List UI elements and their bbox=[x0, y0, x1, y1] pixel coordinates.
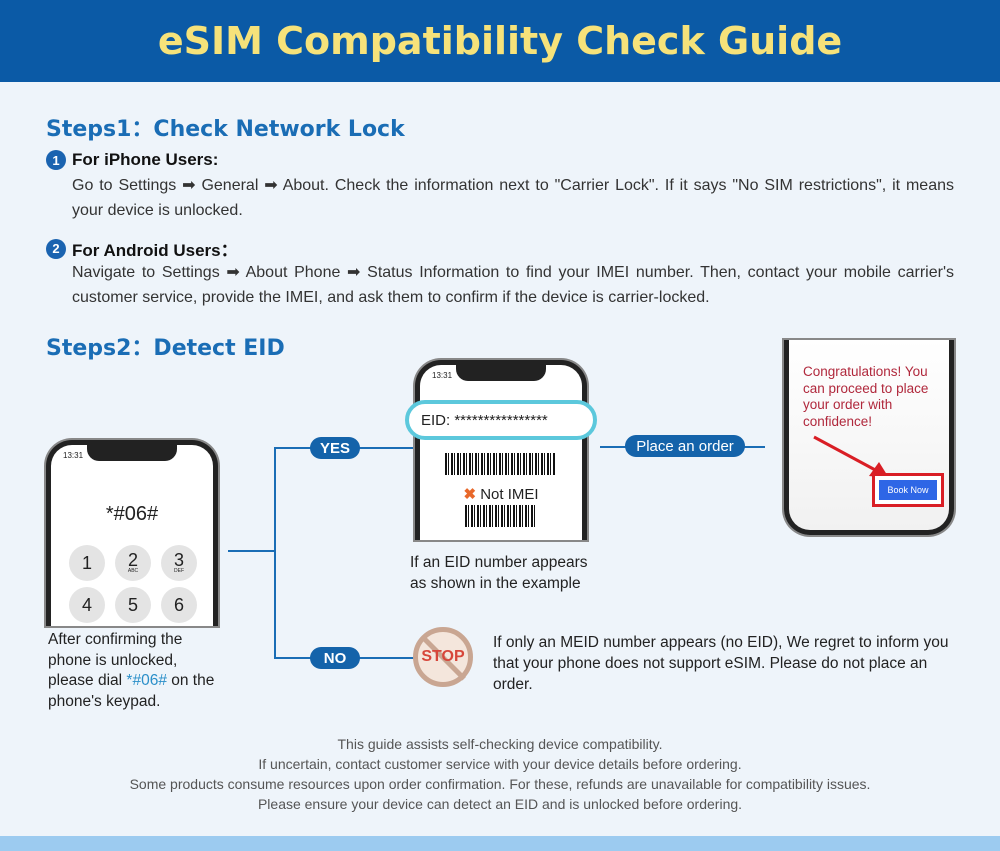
footer-notes: This guide assists self-checking device … bbox=[0, 734, 1000, 814]
status-time: 13:31 bbox=[432, 371, 453, 380]
page-title: eSIM Compatibility Check Guide bbox=[157, 19, 843, 63]
keypad-key: 5 bbox=[115, 587, 151, 623]
header-banner: eSIM Compatibility Check Guide bbox=[0, 0, 1000, 82]
congrats-message: Congratulations! You can proceed to plac… bbox=[803, 364, 929, 429]
android-label: For Android Users： bbox=[72, 241, 238, 260]
number-badge: 1 bbox=[46, 150, 66, 170]
connector-line bbox=[228, 550, 276, 552]
no-eid-message: If only an MEID number appears (no EID),… bbox=[493, 634, 949, 693]
connector-line bbox=[274, 447, 276, 658]
dial-instructions: After confirming the phone is unlocked, … bbox=[48, 631, 215, 710]
x-icon: ✖ bbox=[463, 486, 477, 503]
footer-line: Please ensure your device can detect an … bbox=[257, 796, 743, 812]
yes-badge: YES bbox=[310, 437, 360, 459]
keypad-key: 6 bbox=[161, 587, 197, 623]
stop-icon: STOP bbox=[413, 627, 473, 687]
eid-phone-image: 13:31 ✖ Not IMEI bbox=[415, 360, 587, 540]
no-badge: NO bbox=[310, 647, 360, 669]
iphone-label: For iPhone Users: bbox=[72, 150, 219, 169]
barcode bbox=[445, 453, 555, 475]
android-heading: 2 For Android Users： bbox=[46, 236, 238, 261]
keypad-key: 4 bbox=[69, 587, 105, 623]
eid-highlight: EID: **************** bbox=[405, 400, 597, 440]
step1-title: Steps1：Check Network Lock bbox=[46, 117, 405, 142]
iphone-instructions: Go to Settings ➡ General ➡ About. Check … bbox=[72, 177, 954, 219]
number-badge: 2 bbox=[46, 238, 66, 259]
not-imei-label: ✖ Not IMEI bbox=[463, 486, 539, 503]
book-now-highlight: Book Now bbox=[872, 473, 944, 507]
footer-line: If uncertain, contact customer service w… bbox=[258, 756, 742, 772]
footer-line: This guide assists self-checking device … bbox=[337, 736, 663, 752]
footer-line: Some products consume resources upon ord… bbox=[129, 776, 871, 792]
confirm-phone-image: Congratulations! You can proceed to plac… bbox=[784, 340, 954, 535]
stop-label: STOP bbox=[421, 648, 465, 665]
bottom-strip bbox=[0, 836, 1000, 851]
step2-title: Steps2：Detect EID bbox=[46, 336, 285, 361]
eid-caption: If an EID number appears as shown in the… bbox=[410, 554, 588, 592]
iphone-heading: 1 For iPhone Users: bbox=[46, 150, 218, 170]
book-now-button[interactable]: Book Now bbox=[879, 480, 937, 500]
dial-code-highlight: *#06# bbox=[126, 672, 167, 689]
keypad-key: 1 bbox=[69, 545, 105, 581]
barcode bbox=[465, 505, 535, 527]
status-time: 13:31 bbox=[63, 451, 84, 460]
android-instructions: Navigate to Settings ➡ About Phone ➡ Sta… bbox=[72, 264, 954, 306]
dialed-code: *#06# bbox=[105, 503, 159, 525]
place-order-badge: Place an order bbox=[625, 435, 745, 457]
